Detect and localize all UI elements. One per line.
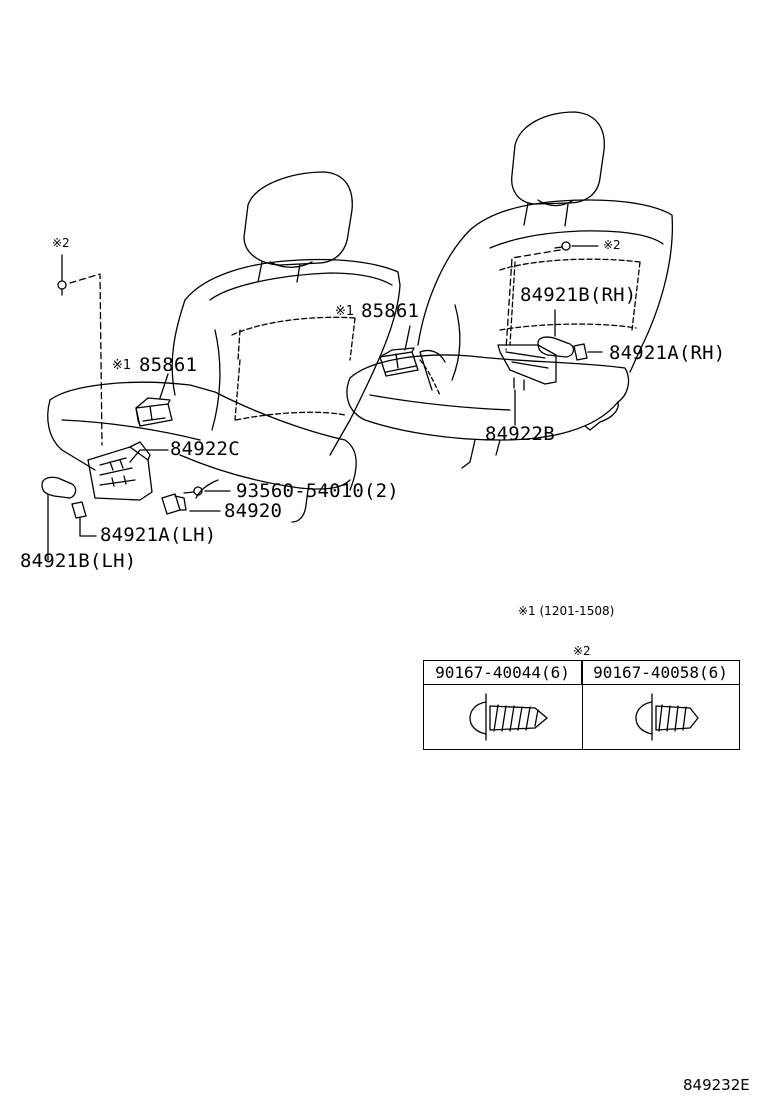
part-85861-right (379, 347, 419, 377)
note-mark2: ※2 (573, 644, 591, 658)
screw-table: 90167-40044(6) 90167-40058(6) (423, 660, 740, 750)
part-screw-left (57, 280, 67, 296)
callout-84922c: 84922C (170, 438, 240, 460)
callout-84922b: 84922B (485, 423, 555, 445)
callout-mark2-left: ※2 (52, 236, 70, 250)
screw-table-header-1: 90167-40044(6) (424, 661, 582, 685)
part-84920-switch (161, 493, 187, 515)
right-seat-backrest (469, 199, 674, 373)
callout-93560: 93560-54010(2) (236, 480, 399, 502)
part-84921a-lh-knob (71, 501, 87, 519)
callout-mark1-right: ※1 (335, 304, 355, 319)
callout-85861-right: 85861 (361, 300, 420, 322)
callout-84921b-lh: 84921B(LH) (20, 550, 137, 572)
part-84922c-switch-bracket (87, 441, 153, 501)
part-84922b-bracket (497, 344, 557, 391)
part-85861-left (135, 397, 173, 427)
left-seat-headrest (243, 171, 353, 266)
part-84921b-rh-knob (537, 336, 575, 358)
callout-mark2-right: ※2 (603, 238, 621, 252)
part-screw-right (554, 241, 571, 251)
screw-90167-40058-illustration (635, 693, 699, 741)
left-seat-cushion (49, 381, 357, 491)
screw-90167-40044-illustration (469, 693, 548, 741)
right-seat-illustration (346, 111, 674, 469)
diagram-id: 849232E (683, 1076, 750, 1094)
callout-84921b-rh: 84921B(RH) (520, 284, 637, 306)
callout-mark1-left: ※1 (112, 358, 132, 373)
right-seat-headrest (511, 111, 605, 205)
screw-table-divider (582, 661, 583, 749)
callout-84921a-lh: 84921A(LH) (100, 524, 217, 546)
part-84921a-rh-knob (573, 343, 588, 361)
part-84921b-lh-knob (41, 476, 77, 499)
callout-85861-left: 85861 (139, 354, 198, 376)
callout-84921a-rh: 84921A(RH) (609, 342, 726, 364)
left-seat-illustration (47, 171, 401, 523)
note-mark1-range: ※1 (1201-1508) (518, 604, 615, 618)
part-93560-screw (183, 486, 203, 496)
left-seat-backrest (184, 258, 401, 456)
right-seat-cushion (349, 354, 630, 403)
screw-table-header-2: 90167-40058(6) (582, 661, 739, 685)
callout-84920: 84920 (224, 500, 283, 522)
